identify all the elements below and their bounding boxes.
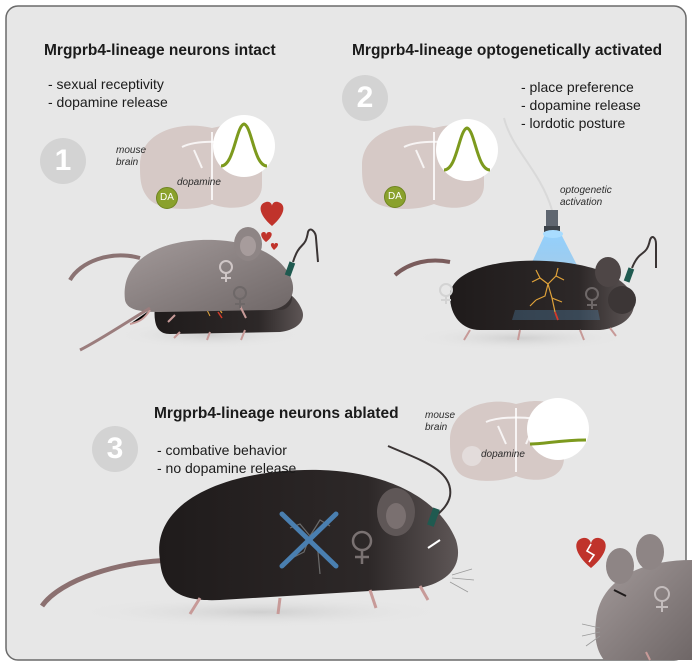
fiber-optic-icon: [284, 228, 319, 277]
optic-fiber-cable: [387, 445, 452, 517]
optic-fiber-cable: [503, 117, 553, 211]
fiber-optic-icon: [546, 210, 558, 228]
panel-2-number-badge: 2: [342, 75, 388, 121]
panel-2-bullets: - place preference - dopamine release - …: [521, 79, 641, 131]
dopamine-label-3: dopamine: [481, 449, 525, 460]
mouse-brain-label-3: mouse brain: [425, 410, 456, 433]
female-mouse-2: [393, 257, 636, 341]
female-symbol-icon: [233, 286, 247, 308]
ablation-cross-icon: [279, 511, 339, 569]
dopamine-label-1: dopamine: [177, 177, 221, 188]
panel-1-number-badge: 1: [40, 138, 86, 184]
female-symbol-icon: [439, 283, 453, 304]
da-badge-2: DA: [384, 186, 406, 208]
fiber-optic-icon: [427, 507, 440, 527]
female-symbol-icon: [654, 586, 670, 612]
female-symbol-icon: [585, 287, 599, 309]
mouse-brain-label-1: mouse brain: [116, 145, 147, 168]
rival-mouse-3: [581, 534, 692, 661]
panel-2-title: Mrgprb4-lineage optogenetically activate…: [352, 42, 663, 59]
panel-3-title: Mrgprb4-lineage neurons ablated: [154, 405, 399, 422]
neuron-icon: [529, 267, 565, 313]
optogenetic-activation-label: optogenetic activation: [560, 185, 612, 208]
dopamine-flat-plot-3: [527, 398, 589, 460]
panel-1-bullets: - sexual receptivity - dopamine release: [48, 76, 168, 110]
da-badge-1: DA: [156, 187, 178, 209]
male-mouse-1: [68, 227, 294, 352]
broken-heart-icon: [576, 537, 606, 568]
panel-3-number-badge: 3: [92, 426, 138, 472]
panel-3-bullets: - combative behavior - no dopamine relea…: [157, 442, 297, 476]
dopamine-peak-plot-1: [213, 115, 275, 177]
neuron-icon: [289, 519, 331, 575]
female-symbol-icon: [219, 260, 233, 282]
heart-icon: [260, 201, 284, 250]
female-symbol-icon: [351, 530, 373, 564]
panel-1-title: Mrgprb4-lineage neurons intact: [44, 42, 276, 59]
dopamine-peak-plot-2: [436, 119, 498, 181]
fiber-optic-icon: [623, 236, 657, 283]
